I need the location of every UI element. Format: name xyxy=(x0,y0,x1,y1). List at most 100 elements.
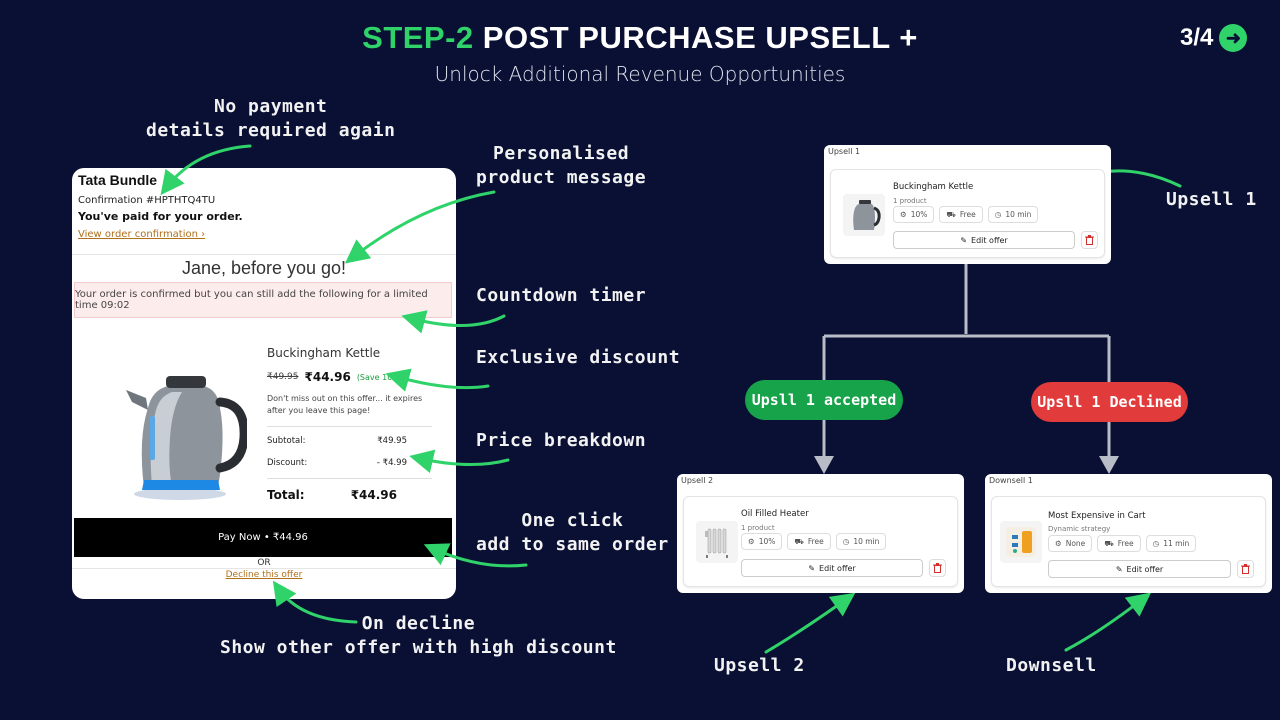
annotation-line: Personalised xyxy=(493,143,630,164)
offer-product-name: Buckingham Kettle xyxy=(893,182,974,192)
confirmation-number: Confirmation #HPTHTQ4TU xyxy=(78,195,216,206)
annotation-line: Show other offer with high discount xyxy=(220,637,617,658)
edit-offer-label: Edit offer xyxy=(1126,564,1164,574)
delete-offer-button[interactable] xyxy=(1237,560,1254,578)
upsell1-panel: Upsell 1 Buckingham Kettle 1 product ⚙10… xyxy=(824,145,1111,264)
divider xyxy=(72,254,456,255)
paid-message: You've paid for your order. xyxy=(78,210,243,223)
chip-text: Free xyxy=(959,210,976,219)
annotation-line: No payment xyxy=(214,96,328,117)
annotation-upsell1: Upsell 1 xyxy=(1166,189,1257,210)
offer-strategy: Dynamic strategy xyxy=(1048,525,1111,533)
annotation-downsell: Downsell xyxy=(1006,655,1097,676)
total-row: Total: ₹44.96 xyxy=(267,488,397,502)
annotation-price-breakdown: Price breakdown xyxy=(476,430,647,451)
checkout-preview: Tata Bundle Confirmation #HPTHTQ4TU You'… xyxy=(72,168,456,599)
annotation-no-payment: No payment details required again xyxy=(146,95,395,143)
annotation-one-click: One click add to same order xyxy=(476,509,669,557)
heater-thumbnail xyxy=(696,521,738,563)
offer-chips: ⚙10% ⛟Free ◷10 min xyxy=(741,533,887,550)
discount-label: Discount: xyxy=(267,458,308,468)
or-separator: OR xyxy=(257,558,271,568)
title-text: POST PURCHASE UPSELL + xyxy=(482,20,918,55)
time-chip: ◷10 min xyxy=(987,206,1039,223)
page-subtitle: Unlock Additional Revenue Opportunities xyxy=(434,62,846,86)
kettle-image xyxy=(126,376,247,500)
offer-product-name: Oil Filled Heater xyxy=(741,509,809,519)
discount-icon: ⚙ xyxy=(748,537,755,546)
kettle-thumbnail xyxy=(843,194,885,236)
old-price: ₹49.95 xyxy=(267,372,299,382)
offer-product-count: 1 product xyxy=(741,524,775,532)
edit-offer-label: Edit offer xyxy=(971,235,1008,245)
discount-value: - ₹4.99 xyxy=(376,458,407,468)
pencil-icon: ✎ xyxy=(1115,564,1123,574)
edit-offer-button[interactable]: ✎Edit offer xyxy=(1048,560,1231,578)
panel-label: Upsell 2 xyxy=(681,476,714,485)
time-chip: ◷10 min xyxy=(835,533,887,550)
pager-count: 3/4 xyxy=(1180,24,1214,51)
view-order-link[interactable]: View order confirmation › xyxy=(78,229,206,240)
product-price: ₹49.95 ₹44.96 (Save 10%) xyxy=(267,370,403,384)
subtotal-label: Subtotal: xyxy=(267,436,306,446)
total-value: ₹44.96 xyxy=(350,488,397,502)
upsell2-panel: Upsell 2 Oil Filled Heater 1 product ⚙10… xyxy=(677,474,964,593)
edit-offer-button[interactable]: ✎Edit offer xyxy=(741,559,923,577)
offer-chips: ⚙None ⛟Free ◷11 min xyxy=(1048,535,1197,552)
divider xyxy=(267,478,432,479)
edit-offer-button[interactable]: ✎Edit offer xyxy=(893,231,1075,249)
declined-badge: Upsll 1 Declined xyxy=(1031,382,1188,422)
delete-offer-button[interactable] xyxy=(929,559,946,577)
annotation-line: One click xyxy=(521,510,624,531)
shipping-chip: ⛟Free xyxy=(939,206,983,223)
discount-chip: ⚙None xyxy=(1048,535,1093,552)
offer-card[interactable]: Oil Filled Heater 1 product ⚙10% ⛟Free ◷… xyxy=(683,496,958,587)
decline-offer-link[interactable]: Decline this offer xyxy=(225,570,303,580)
chip-text: 10 min xyxy=(853,537,880,546)
next-arrow-icon[interactable]: ➜ xyxy=(1219,24,1248,52)
total-label: Total: xyxy=(267,488,305,502)
annotation-countdown: Countdown timer xyxy=(476,285,647,306)
chip-text: 10% xyxy=(910,210,928,219)
accepted-badge: Upsll 1 accepted xyxy=(745,380,903,420)
pay-now-button[interactable]: Pay Now • ₹44.96 xyxy=(74,518,452,557)
annotation-on-decline: On decline Show other offer with high di… xyxy=(220,612,617,660)
truck-icon: ⛟ xyxy=(794,536,804,546)
save-badge: (Save 10%) xyxy=(356,372,404,382)
countdown-banner: Your order is confirmed but you can stil… xyxy=(74,282,452,318)
discount-row: Discount: - ₹4.99 xyxy=(267,458,407,468)
time-chip: ◷11 min xyxy=(1145,535,1197,552)
annotation-personalised: Personalised product message xyxy=(476,142,646,190)
truck-icon: ⛟ xyxy=(946,209,956,219)
offer-card[interactable]: Most Expensive in Cart Dynamic strategy … xyxy=(991,496,1266,587)
title-step: STEP-2 xyxy=(362,20,474,55)
shipping-chip: ⛟Free xyxy=(1097,535,1141,552)
clock-icon: ◷ xyxy=(994,210,1002,219)
offer-product-count: 1 product xyxy=(893,197,927,205)
panel-label: Downsell 1 xyxy=(989,476,1033,485)
chip-text: 11 min xyxy=(1163,539,1190,548)
greeting-message: Jane, before you go! xyxy=(181,258,347,278)
pencil-icon: ✎ xyxy=(960,235,968,245)
panel-label: Upsell 1 xyxy=(828,147,861,156)
trash-icon xyxy=(933,563,942,573)
chip-text: Free xyxy=(1117,539,1134,548)
offer-chips: ⚙10% ⛟Free ◷10 min xyxy=(893,206,1039,223)
chip-text: 10% xyxy=(758,537,776,546)
clock-icon: ◷ xyxy=(1152,539,1160,548)
arrow-down-icon xyxy=(1099,456,1119,474)
annotation-exclusive: Exclusive discount xyxy=(476,347,681,368)
discount-chip: ⚙10% xyxy=(741,533,783,550)
delete-offer-button[interactable] xyxy=(1081,231,1098,249)
discount-chip: ⚙10% xyxy=(893,206,935,223)
tree-lines xyxy=(822,264,1111,458)
offer-card[interactable]: Buckingham Kettle 1 product ⚙10% ⛟Free ◷… xyxy=(830,169,1105,258)
pencil-icon: ✎ xyxy=(808,563,816,573)
cart-strategy-thumbnail xyxy=(1000,521,1042,563)
subtotal-value: ₹49.95 xyxy=(377,436,407,446)
downsell1-panel: Downsell 1 Most Expensive in Cart Dynami… xyxy=(985,474,1272,593)
clock-icon: ◷ xyxy=(842,537,850,546)
chip-text: None xyxy=(1065,539,1086,548)
annotation-line: On decline xyxy=(361,613,476,634)
